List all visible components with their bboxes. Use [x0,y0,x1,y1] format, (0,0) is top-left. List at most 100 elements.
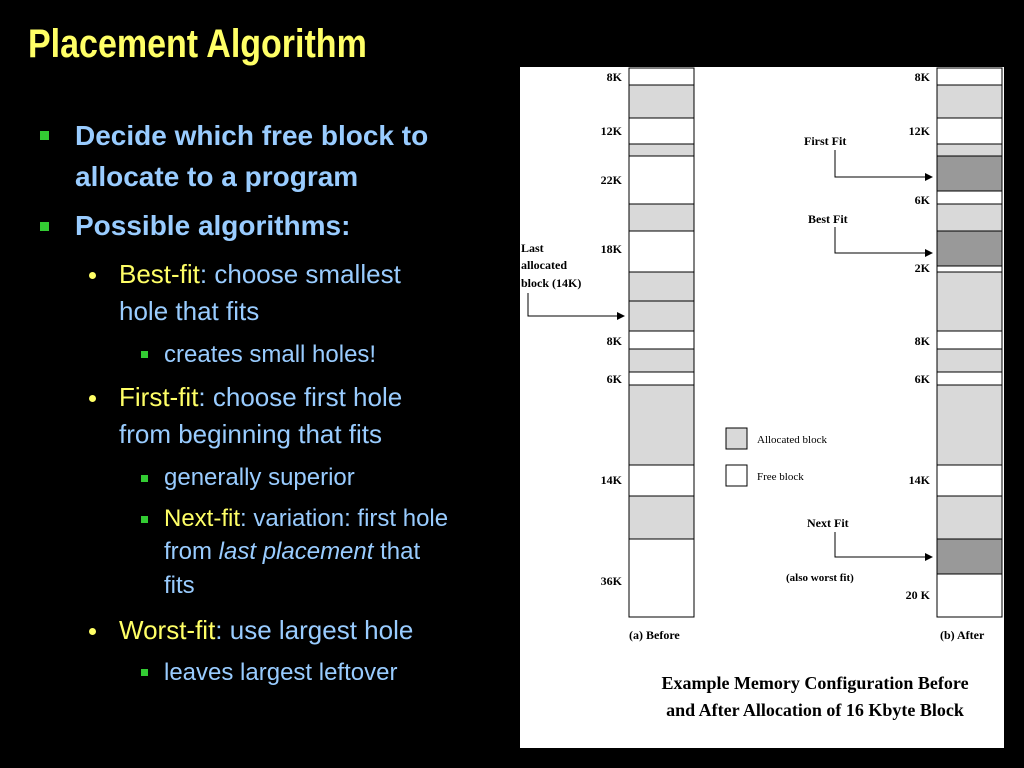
after-block-free [936,371,1003,386]
after-size-label: 8K [915,70,931,84]
bestfit-line2: hole that fits [119,296,260,326]
after-block-free [936,573,1003,618]
worstfit-label: Worst-fit [119,615,216,645]
bullet-decide-line2: allocate to a program [75,161,359,192]
after-block-free [936,464,1003,497]
before-size-label: 18K [601,242,623,256]
before-block-free [628,371,695,386]
firstfit-sub: generally superior [164,464,355,491]
before-size-label: 6K [607,372,623,386]
nextfit-label: Next-fit [164,505,241,532]
bestfit-label: Best-fit [119,259,200,289]
bullet-dot [89,395,96,402]
nextfit-line2: from last placement that [164,538,420,566]
best-fit-label: Best Fit [808,212,848,226]
after-block-allocated [936,384,1003,466]
after-size-label: 8K [915,334,931,348]
before-block-free [628,230,695,273]
sub-bullet-marker [141,475,148,482]
worst-fit-note: (also worst fit) [786,572,854,584]
nextfit-line1: Next-fit: variation: first hole [164,505,448,533]
sub-bullet-marker [141,516,148,523]
first-fit-arrow [834,150,933,181]
slide-title: Placement Algorithm [28,22,367,66]
before-size-label: 36K [601,574,623,588]
after-block-allocated [936,143,1003,157]
before-block-free [628,67,695,86]
after-block-allocated [936,495,1003,540]
last-allocated-arrow [527,293,625,320]
bestfit-sub: creates small holes! [164,341,377,368]
firstfit-line2: from beginning that fits [119,419,383,449]
before-block-allocated [628,300,695,332]
sub-bullet-marker [141,669,148,676]
worstfit-line: Worst-fit: use largest hole [119,615,413,646]
nextfit-line3: fits [164,572,195,599]
nextfit-text: : variation: first hole [240,505,449,532]
nextfit-text2c: that [373,538,421,565]
last-allocated-label: block (14K) [521,276,581,290]
after-size-label: 6K [915,372,931,386]
bullet-dot [89,272,96,279]
first-fit-label: First Fit [804,134,846,148]
bullet-possible: Possible algorithms: [75,210,351,241]
after-column [936,67,1003,618]
after-size-label: 2K [915,261,931,275]
before-block-allocated [628,203,695,232]
sub-bullet-marker [141,351,148,358]
before-block-free [628,330,695,350]
before-column [628,67,695,618]
before-block-free [628,538,695,618]
next-fit-label: Next Fit [807,516,849,530]
best-fit-arrow [834,227,933,257]
after-block-allocated [936,84,1003,119]
after-block-new-allocation [936,155,1003,192]
before-size-label: 14K [601,473,623,487]
legend-free-swatch [725,464,748,487]
bullet-decide-line1: Decide which free block to [75,120,429,151]
before-block-allocated [628,271,695,302]
before-block-allocated [628,495,695,540]
before-block-allocated [628,348,695,373]
figure-caption-line2: and After Allocation of 16 Kbyte Block [666,700,964,720]
bullet-dot [89,628,96,635]
bullet-marker [40,131,49,140]
before-block-allocated [628,84,695,119]
firstfit-line1: First-fit: choose first hole [119,382,402,413]
after-block-free [936,190,1003,205]
after-block-new-allocation [936,538,1003,575]
before-size-label: 12K [601,124,623,138]
bullet-marker [40,222,49,231]
after-block-allocated [936,271,1003,332]
memory-diagram: 8K 12K 22K 18K 8K 6K 14K 36K 8K 12K 6K 2… [520,67,1004,748]
before-size-label: 22K [601,173,623,187]
before-size-label: 8K [607,334,623,348]
last-allocated-label: allocated [521,258,567,272]
last-allocated-label: Last [521,241,544,255]
legend-free-label: Free block [757,471,804,483]
after-size-label: 20 K [906,588,931,602]
memory-diagram-svg: 8K 12K 22K 18K 8K 6K 14K 36K 8K 12K 6K 2… [521,67,1003,720]
next-fit-arrow [834,532,933,561]
bestfit-line1: Best-fit: choose smallest [119,259,401,290]
after-block-free [936,330,1003,350]
legend-allocated-swatch [725,427,748,450]
bestfit-text: : choose smallest [199,259,401,289]
figure-caption-line1: Example Memory Configuration Before [661,673,968,693]
before-block-free [628,464,695,497]
before-block-free [628,117,695,145]
worstfit-text: : use largest hole [215,615,414,645]
after-size-label: 12K [909,124,931,138]
before-size-label: 8K [607,70,623,84]
worstfit-sub: leaves largest leftover [164,659,398,686]
after-caption: (b) After [940,628,985,642]
after-block-allocated [936,203,1003,232]
after-size-label: 14K [909,473,931,487]
after-block-free [936,265,1003,273]
before-block-free [628,155,695,205]
legend-allocated-label: Allocated block [757,434,827,446]
after-block-new-allocation [936,230,1003,267]
after-block-allocated [936,348,1003,373]
nextfit-emphasis: last placement [218,538,374,565]
before-caption: (a) Before [629,628,680,642]
